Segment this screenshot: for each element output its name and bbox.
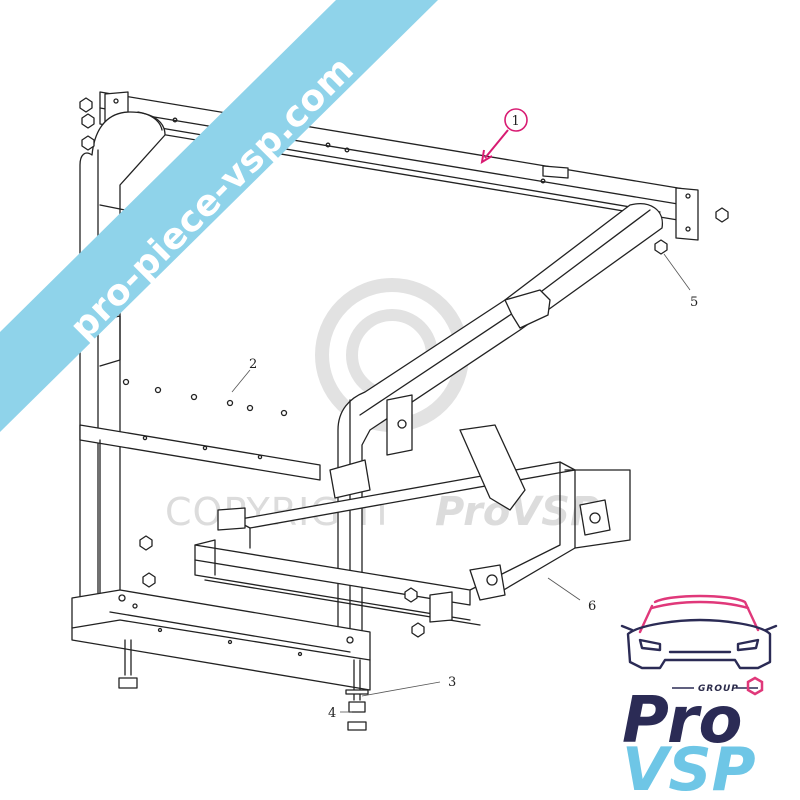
callout-3-label: 3 — [448, 675, 456, 690]
base-rail — [71, 589, 371, 691]
logo-vsp-text: VSP — [622, 735, 756, 800]
banner-stripe — [0, 0, 438, 432]
provsp-logo: GROUP Pro VSP — [620, 594, 778, 800]
callout-1-arrow-head — [480, 149, 493, 164]
logo-group-label: GROUP — [698, 684, 739, 694]
callout-1-arrow-shaft — [484, 129, 509, 159]
callout-6-label: 6 — [588, 599, 596, 614]
callout-1: 1 — [480, 108, 528, 164]
rear-subframe — [194, 424, 631, 626]
side-mesh-panel — [79, 378, 321, 601]
logo-hex-icon — [746, 676, 764, 696]
site-banner: pro-piece-vsp.com — [0, 0, 438, 432]
callout-2-label: 2 — [249, 357, 257, 372]
callout-1-circle — [504, 108, 528, 132]
callout-1-label: 1 — [512, 114, 520, 129]
car-outline-icon — [638, 594, 760, 634]
callout-leaders — [231, 253, 691, 713]
logo-pro-text: Pro — [622, 684, 742, 758]
center-mount-bracket — [386, 394, 413, 456]
callout-4-label: 4 — [328, 706, 336, 721]
frame-drawing — [71, 91, 729, 731]
nuts — [79, 97, 729, 638]
bolt-assemblies — [118, 639, 369, 731]
callout-5-label: 5 — [690, 295, 698, 310]
